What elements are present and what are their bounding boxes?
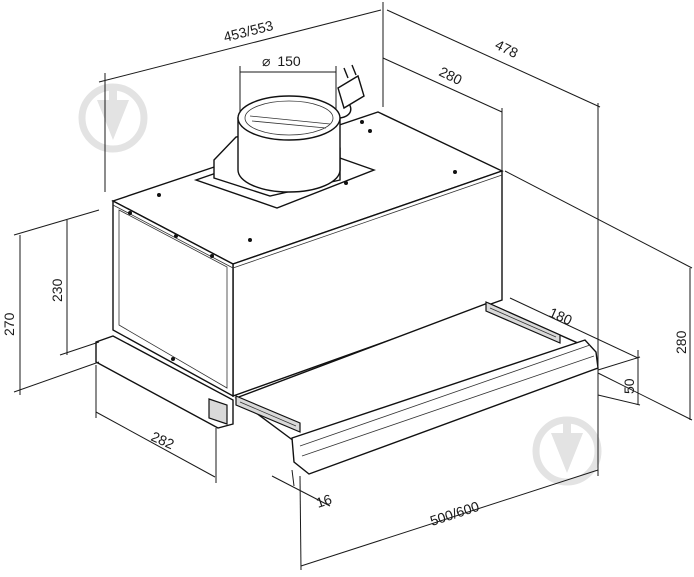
label-height-right: 280: [673, 330, 689, 354]
duct-diameter-value: 150: [277, 53, 301, 69]
dim-front-depth: [95, 365, 217, 483]
label-visor-depth: 180: [547, 304, 575, 328]
watermark-logo-icon: [78, 83, 148, 153]
label-height-total-left: 270: [1, 312, 17, 336]
dim-width-bottom: [300, 374, 599, 567]
dim-height-right: [504, 170, 693, 421]
label-front-depth: 282: [149, 428, 177, 452]
diameter-symbol: ⌀: [262, 53, 270, 69]
dim-width-top: [98, 2, 384, 192]
label-width-bottom: 500/600: [428, 498, 481, 529]
label-depth-total: 478: [493, 36, 521, 61]
hood-front-frame: [112, 199, 234, 398]
dim-depth-body: [382, 57, 503, 170]
dim-depth-total: [386, 9, 601, 375]
dim-front-offset: [271, 469, 331, 571]
power-plug-icon: [337, 64, 365, 110]
label-width-top: 453/553: [222, 17, 275, 45]
label-front-offset: 16: [314, 491, 334, 511]
control-panel: [208, 398, 228, 425]
dim-duct-diameter: [239, 66, 337, 113]
watermark-logo-icon: [532, 416, 602, 486]
label-height-body-left: 230: [49, 278, 65, 302]
label-duct-diameter: ⌀ 150: [262, 53, 301, 69]
dim-visor-depth: [509, 297, 641, 406]
hood-base: [95, 335, 234, 429]
dim-heights-left: [13, 209, 100, 395]
label-visor-height: 50: [621, 378, 637, 394]
screw-dots: [128, 120, 457, 361]
